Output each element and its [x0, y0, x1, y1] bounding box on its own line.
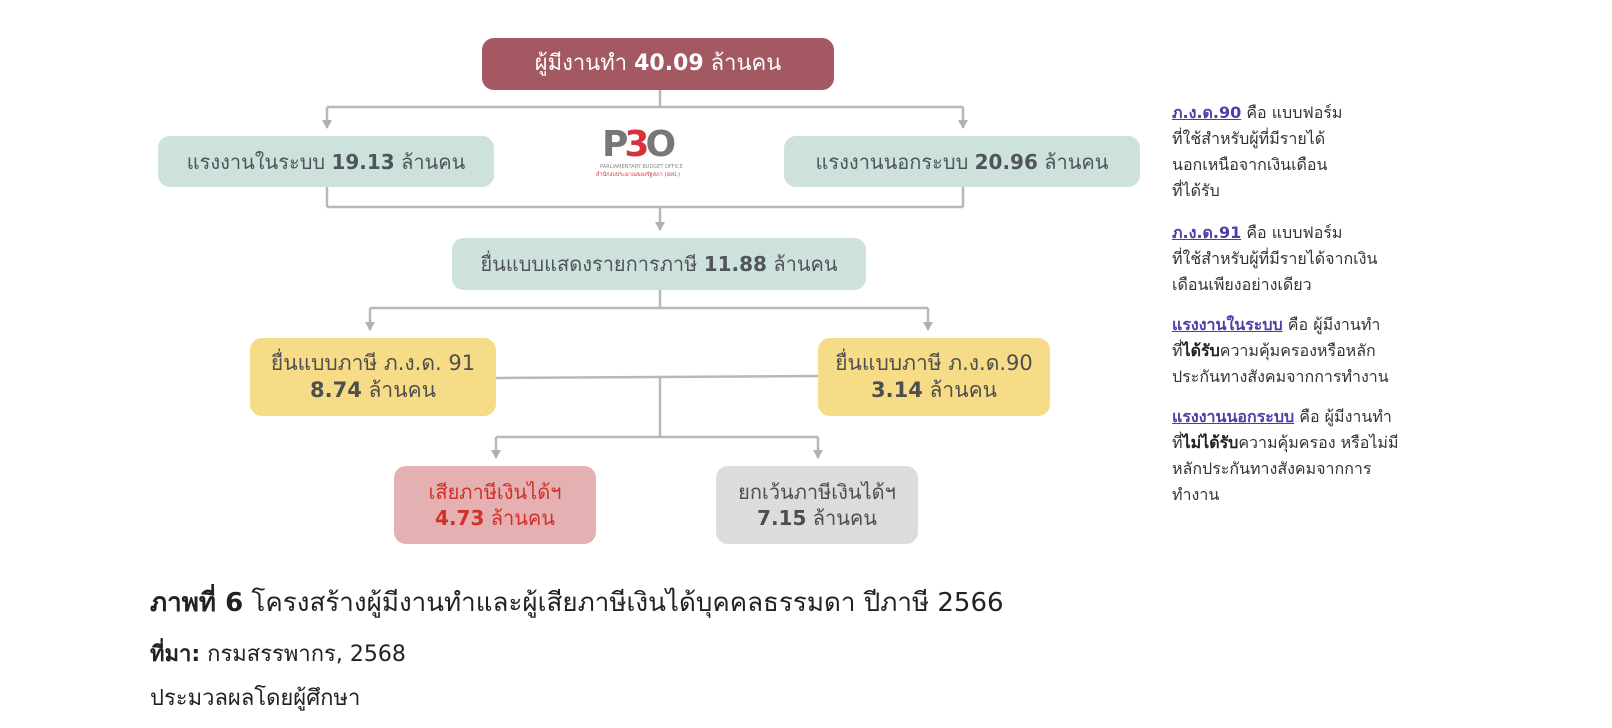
legend-text: ที่	[1172, 433, 1183, 452]
source-label: ที่มา:	[150, 642, 201, 667]
informal-labor-value: 20.96	[974, 149, 1038, 174]
pnd90-box: ยื่นแบบภาษี ภ.ง.ด.90 3.14 ล้านคน	[818, 338, 1050, 416]
legend-term-formal-labor: แรงงานในระบบ	[1172, 315, 1283, 334]
pbo-logo-mark: P3O	[602, 124, 676, 165]
legend-text: ที่ใช้สำหรับผู้ที่มีรายได้	[1172, 129, 1326, 148]
legend-text: คือ ผู้มีงานทำ	[1294, 407, 1392, 426]
legend-text: คือ แบบฟอร์ม	[1241, 103, 1343, 122]
formal-labor-label: แรงงานในระบบ	[186, 149, 326, 174]
pnd91-label: ยื่นแบบภาษี ภ.ง.ด. 91	[270, 350, 476, 375]
legend-term-pnd90: ภ.ง.ด.90	[1172, 103, 1242, 122]
employed-total-label: ผู้มีงานทำ 40.09 ล้านคน	[535, 50, 782, 79]
legend-term-pnd91: ภ.ง.ด.91	[1172, 223, 1242, 242]
legend-emphasis: ได้รับ	[1182, 341, 1220, 360]
informal-labor-unit: ล้านคน	[1044, 149, 1109, 174]
exempt-label: ยกเว้นภาษีเงินได้ฯ	[738, 480, 896, 504]
figure-source: ที่มา: กรมสรรพากร, 2568	[150, 636, 406, 671]
filed-return-box: ยื่นแบบแสดงรายการภาษี 11.88 ล้านคน	[452, 238, 866, 290]
legend-text: ความคุ้มครอง หรือไม่มี	[1238, 433, 1399, 452]
legend-pnd91: ภ.ง.ด.91 คือ แบบฟอร์ม ที่ใช้สำหรับผู้ที่…	[1172, 220, 1432, 298]
pnd91-value: 8.74	[310, 378, 362, 402]
exempt-unit: ล้านคน	[812, 506, 877, 530]
taxpayer-label: เสียภาษีเงินได้ฯ	[428, 480, 562, 504]
exempt-box: ยกเว้นภาษีเงินได้ฯ 7.15 ล้านคน	[716, 466, 918, 544]
legend-text: ที่	[1172, 341, 1183, 360]
filed-return-value: 11.88	[703, 252, 767, 276]
source-text: กรมสรรพากร, 2568	[200, 642, 406, 667]
pnd90-unit: ล้านคน	[929, 378, 997, 402]
taxpayer-value: 4.73	[435, 506, 485, 530]
legend-text: ที่ได้รับ	[1172, 181, 1220, 200]
filed-return-label: ยื่นแบบแสดงรายการภาษี	[480, 252, 698, 276]
figure-label: ภาพที่ 6	[150, 588, 244, 618]
pbo-logo-english: PARLIAMENTARY BUDGET OFFICE	[600, 164, 683, 170]
legend-text: ประกันทางสังคมจากการทำงาน	[1172, 367, 1389, 386]
employed-unit: ล้านคน	[710, 50, 782, 76]
taxpayer-box: เสียภาษีเงินได้ฯ 4.73 ล้านคน	[394, 466, 596, 544]
legend-text: เดือนเพียงอย่างเดียว	[1172, 275, 1312, 294]
legend-text: หลักประกันทางสังคมจากการ	[1172, 459, 1372, 478]
legend-text: คือ แบบฟอร์ม	[1241, 223, 1343, 242]
legend-text: ที่ใช้สำหรับผู้ที่มีรายได้จากเงิน	[1172, 249, 1378, 268]
pnd91-box: ยื่นแบบภาษี ภ.ง.ด. 91 8.74 ล้านคน	[250, 338, 496, 416]
pnd90-label: ยื่นแบบภาษี ภ.ง.ด.90	[835, 350, 1033, 375]
legend-formal-labor: แรงงานในระบบ คือ ผู้มีงานทำ ที่ได้รับควา…	[1172, 312, 1432, 390]
legend-text: นอกเหนือจากเงินเดือน	[1172, 155, 1328, 174]
employed-total-box: ผู้มีงานทำ 40.09 ล้านคน	[482, 38, 834, 90]
pbo-logo-thai: สำนักงบประมาณของรัฐสภา (สงป.)	[596, 172, 681, 178]
employed-value: 40.09	[634, 50, 704, 76]
legend-text: ทำงาน	[1172, 485, 1220, 504]
employed-label: ผู้มีงานทำ	[534, 50, 628, 76]
legend-text: คือ ผู้มีงานทำ	[1282, 315, 1381, 334]
legend-text: ความคุ้มครองหรือหลัก	[1219, 341, 1376, 360]
legend-emphasis: ไม่ได้รับ	[1182, 433, 1239, 452]
taxpayer-unit: ล้านคน	[490, 506, 555, 530]
legend-term-informal-labor: แรงงานนอกระบบ	[1172, 407, 1295, 426]
figure-note: ประมวลผลโดยผู้ศึกษา	[150, 686, 361, 711]
pnd91-unit: ล้านคน	[368, 378, 436, 402]
figure-title: โครงสร้างผู้มีงานทำและผู้เสียภาษีเงินได้…	[243, 588, 1004, 618]
formal-labor-value: 19.13	[331, 149, 395, 174]
pbo-logo: P3O PARLIAMENTARY BUDGET OFFICE สำนักงบป…	[596, 124, 692, 182]
legend-pnd90: ภ.ง.ด.90 คือ แบบฟอร์ม ที่ใช้สำหรับผู้ที่…	[1172, 100, 1432, 204]
informal-labor-label: แรงงานนอกระบบ	[815, 149, 969, 174]
filed-return-unit: ล้านคน	[773, 252, 838, 276]
formal-labor-unit: ล้านคน	[401, 149, 466, 174]
pnd90-value: 3.14	[871, 378, 923, 402]
figure-caption: ภาพที่ 6 โครงสร้างผู้มีงานทำและผู้เสียภา…	[150, 582, 1004, 623]
informal-labor-box: แรงงานนอกระบบ 20.96 ล้านคน	[784, 136, 1140, 187]
legend-informal-labor: แรงงานนอกระบบ คือ ผู้มีงานทำ ที่ไม่ได้รั…	[1172, 404, 1432, 508]
formal-labor-box: แรงงานในระบบ 19.13 ล้านคน	[158, 136, 494, 187]
exempt-value: 7.15	[757, 506, 807, 530]
